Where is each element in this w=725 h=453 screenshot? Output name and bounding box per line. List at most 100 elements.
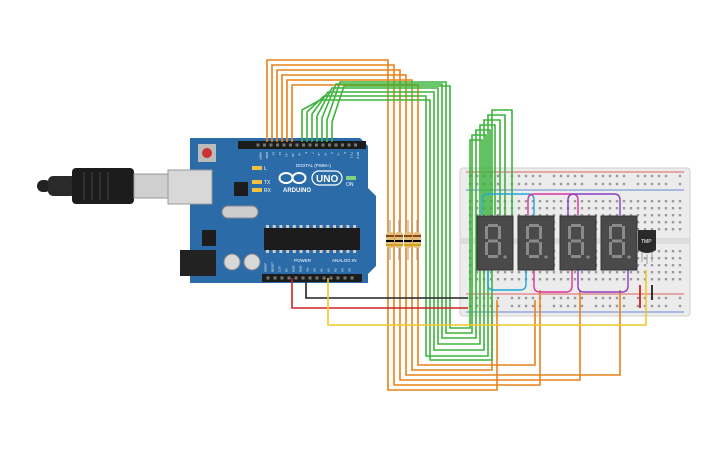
- breadboard-hole[interactable]: [657, 221, 661, 224]
- breadboard-hole[interactable]: [664, 257, 668, 260]
- usb-cable[interactable]: [37, 168, 169, 204]
- breadboard-hole[interactable]: [671, 250, 675, 253]
- wire-group-orange[interactable]: [266, 59, 621, 391]
- breadboard-hole[interactable]: [566, 214, 570, 217]
- breadboard-hole[interactable]: [629, 278, 633, 281]
- breadboard-hole[interactable]: [573, 207, 577, 210]
- breadboard-hole[interactable]: [489, 304, 493, 308]
- breadboard-hole[interactable]: [657, 214, 661, 217]
- breadboard-hole[interactable]: [650, 214, 654, 217]
- breadboard-hole[interactable]: [657, 264, 661, 267]
- breadboard-hole[interactable]: [636, 264, 640, 267]
- breadboard-hole[interactable]: [608, 296, 612, 300]
- digital-pin[interactable]: [354, 143, 357, 147]
- breadboard-hole[interactable]: [552, 214, 556, 217]
- breadboard-hole[interactable]: [657, 228, 661, 231]
- breadboard-hole[interactable]: [678, 271, 682, 274]
- breadboard-hole[interactable]: [489, 271, 493, 274]
- breadboard-hole[interactable]: [636, 174, 640, 178]
- breadboard-hole[interactable]: [545, 278, 549, 281]
- breadboard-hole[interactable]: [559, 174, 563, 178]
- breadboard-hole[interactable]: [636, 296, 640, 300]
- wire-yellow[interactable]: [327, 270, 647, 326]
- breadboard-hole[interactable]: [531, 304, 535, 308]
- breadboard-hole[interactable]: [475, 278, 479, 281]
- breadboard-hole[interactable]: [650, 207, 654, 210]
- breadboard-hole[interactable]: [559, 182, 563, 186]
- breadboard-hole[interactable]: [580, 271, 584, 274]
- breadboard-hole[interactable]: [587, 214, 591, 217]
- digital-pin[interactable]: [321, 143, 325, 147]
- breadboard-hole[interactable]: [608, 174, 612, 178]
- digital-pin[interactable]: [347, 143, 351, 147]
- digital-pin[interactable]: [295, 143, 299, 147]
- wire-group-cyan[interactable]: [481, 193, 535, 291]
- breadboard-hole[interactable]: [664, 250, 668, 253]
- digital-pin[interactable]: [282, 143, 286, 147]
- breadboard-hole[interactable]: [643, 296, 647, 300]
- breadboard-hole[interactable]: [650, 221, 654, 224]
- breadboard-hole[interactable]: [573, 271, 577, 274]
- breadboard-hole[interactable]: [594, 304, 598, 308]
- power-pin[interactable]: [343, 276, 347, 280]
- power-pin[interactable]: [315, 276, 319, 280]
- breadboard-hole[interactable]: [489, 200, 493, 203]
- breadboard-hole[interactable]: [601, 207, 605, 210]
- breadboard-hole[interactable]: [475, 200, 479, 203]
- breadboard-hole[interactable]: [573, 174, 577, 178]
- breadboard-hole[interactable]: [601, 296, 605, 300]
- breadboard-hole[interactable]: [601, 200, 605, 203]
- breadboard-hole[interactable]: [510, 214, 514, 217]
- breadboard-hole[interactable]: [594, 174, 598, 178]
- breadboard-hole[interactable]: [601, 278, 605, 281]
- breadboard-hole[interactable]: [678, 174, 682, 178]
- breadboard-hole[interactable]: [678, 304, 682, 308]
- breadboard-hole[interactable]: [650, 228, 654, 231]
- breadboard-hole[interactable]: [552, 182, 556, 186]
- breadboard-hole[interactable]: [664, 221, 668, 224]
- breadboard-hole[interactable]: [657, 271, 661, 274]
- breadboard-hole[interactable]: [594, 207, 598, 210]
- breadboard-hole[interactable]: [489, 207, 493, 210]
- breadboard-hole[interactable]: [552, 278, 556, 281]
- breadboard-hole[interactable]: [608, 304, 612, 308]
- breadboard-hole[interactable]: [664, 228, 668, 231]
- breadboard-hole[interactable]: [657, 250, 661, 253]
- breadboard-hole[interactable]: [517, 304, 521, 308]
- breadboard-hole[interactable]: [664, 174, 668, 178]
- breadboard-hole[interactable]: [664, 207, 668, 210]
- breadboard-hole[interactable]: [475, 304, 479, 308]
- breadboard-hole[interactable]: [524, 174, 528, 178]
- breadboard-hole[interactable]: [524, 200, 528, 203]
- breadboard-hole[interactable]: [636, 278, 640, 281]
- breadboard-hole[interactable]: [664, 296, 668, 300]
- breadboard-hole[interactable]: [489, 278, 493, 281]
- breadboard-hole[interactable]: [671, 200, 675, 203]
- breadboard-hole[interactable]: [475, 296, 479, 300]
- power-pin[interactable]: [266, 276, 270, 280]
- power-pin[interactable]: [329, 276, 333, 280]
- breadboard-hole[interactable]: [489, 182, 493, 186]
- breadboard-hole[interactable]: [629, 200, 633, 203]
- breadboard-hole[interactable]: [517, 296, 521, 300]
- breadboard-hole[interactable]: [503, 278, 507, 281]
- breadboard-hole[interactable]: [657, 296, 661, 300]
- breadboard-hole[interactable]: [671, 264, 675, 267]
- breadboard-hole[interactable]: [608, 278, 612, 281]
- breadboard-hole[interactable]: [566, 271, 570, 274]
- power-pin[interactable]: [280, 276, 284, 280]
- breadboard-hole[interactable]: [636, 221, 640, 224]
- breadboard-hole[interactable]: [594, 296, 598, 300]
- seven-segment-display-1[interactable]: [476, 215, 514, 271]
- breadboard-hole[interactable]: [671, 228, 675, 231]
- power-pin[interactable]: [273, 276, 277, 280]
- breadboard-hole[interactable]: [531, 296, 535, 300]
- breadboard-hole[interactable]: [615, 278, 619, 281]
- breadboard-hole[interactable]: [580, 200, 584, 203]
- breadboard-hole[interactable]: [636, 304, 640, 308]
- breadboard-hole[interactable]: [573, 214, 577, 217]
- breadboard-hole[interactable]: [629, 214, 633, 217]
- breadboard-hole[interactable]: [643, 182, 647, 186]
- breadboard-hole[interactable]: [650, 264, 654, 267]
